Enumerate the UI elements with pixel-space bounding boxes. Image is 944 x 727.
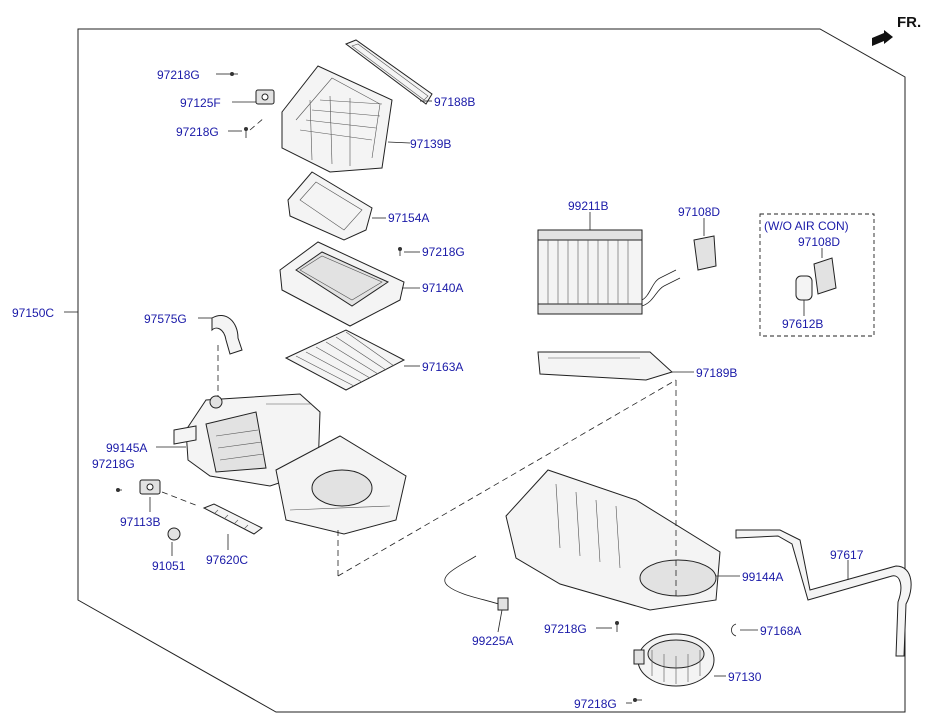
part-labels: 97218G 97125F 97218G 97188B 97139B 97154… xyxy=(12,68,864,711)
label-97188b[interactable]: 97188B xyxy=(434,95,475,109)
assembly-frame xyxy=(77,28,906,713)
screw-icon xyxy=(398,247,402,256)
part-99225a-sensor-wire[interactable] xyxy=(444,555,505,607)
label-91051[interactable]: 91051 xyxy=(152,559,186,573)
label-97218g[interactable]: 97218G xyxy=(176,125,219,139)
alignment-line xyxy=(249,117,265,131)
label-97113b[interactable]: 97113B xyxy=(120,515,160,529)
label-97612b[interactable]: 97612B xyxy=(782,317,823,331)
screw-icon xyxy=(633,698,642,702)
part-97125f-actuator[interactable] xyxy=(255,89,275,105)
part-97108d-cap-option[interactable] xyxy=(813,257,837,295)
label-97620c[interactable]: 97620C xyxy=(206,553,248,567)
part-blend-case[interactable] xyxy=(275,435,407,535)
part-97188b-seal[interactable] xyxy=(344,39,433,105)
label-97163a[interactable]: 97163A xyxy=(422,360,463,374)
screw-icon xyxy=(244,127,248,138)
part-97113b-actuator[interactable] xyxy=(139,479,161,495)
part-97620c-vent-strip[interactable] xyxy=(202,503,263,535)
label-99211b[interactable]: 99211B xyxy=(568,199,608,213)
part-91051-clip[interactable] xyxy=(167,527,181,541)
part-99211b-evaporator-core[interactable] xyxy=(537,229,681,315)
label-97154a[interactable]: 97154A xyxy=(388,211,429,225)
label-97125f[interactable]: 97125F xyxy=(180,96,221,110)
label-97617[interactable]: 97617 xyxy=(830,548,864,562)
alignment-line xyxy=(337,379,677,577)
part-97189b-drain-pan[interactable] xyxy=(537,351,673,381)
label-97218g[interactable]: 97218G xyxy=(92,457,135,471)
label-97218g[interactable]: 97218G xyxy=(157,68,200,82)
label-97218g[interactable]: 97218G xyxy=(544,622,587,636)
part-97139b-intake-case[interactable] xyxy=(281,65,393,173)
label-97218g[interactable]: 97218G xyxy=(574,697,617,711)
label-97189b[interactable]: 97189B xyxy=(696,366,737,380)
option-box xyxy=(759,213,875,337)
screw-icon xyxy=(615,621,619,632)
label-97150c[interactable]: 97150C xyxy=(12,306,54,320)
label-97218g[interactable]: 97218G xyxy=(422,245,465,259)
part-97140a-filter-housing[interactable] xyxy=(279,241,405,327)
option-box-label: (W/O AIR CON) xyxy=(764,219,849,233)
part-97168a-clip[interactable] xyxy=(731,623,737,637)
label-97168a[interactable]: 97168A xyxy=(760,624,801,638)
part-97617-drain-pipe[interactable] xyxy=(735,529,912,657)
part-97108d-cap[interactable] xyxy=(693,235,717,271)
label-97108d[interactable]: 97108D xyxy=(678,205,720,219)
part-97163a-cabin-filter[interactable] xyxy=(284,329,406,391)
part-99145a-heater-unit[interactable] xyxy=(173,393,321,487)
label-97130[interactable]: 97130 xyxy=(728,670,762,684)
label-97108d[interactable]: 97108D xyxy=(798,235,840,249)
front-direction-indicator: FR. xyxy=(872,14,921,46)
label-97140a[interactable]: 97140A xyxy=(422,281,463,295)
part-97154a-filter-cover[interactable] xyxy=(287,171,373,241)
alignment-line xyxy=(161,491,199,507)
leader-lines xyxy=(64,73,849,704)
label-99225a[interactable]: 99225A xyxy=(472,634,513,648)
screw-icon xyxy=(230,72,238,76)
label-97139b[interactable]: 97139B xyxy=(410,137,451,151)
front-arrow-icon xyxy=(872,30,893,46)
label-97575g[interactable]: 97575G xyxy=(144,312,187,326)
screw-icon xyxy=(116,488,122,492)
part-97575g-drain-hose[interactable] xyxy=(211,315,243,355)
sensor-connector xyxy=(497,597,509,611)
part-97130-blower-motor[interactable] xyxy=(633,633,715,687)
label-99145a[interactable]: 99145A xyxy=(106,441,147,455)
part-99144a-blower-case[interactable] xyxy=(505,469,721,611)
part-97612b-gasket[interactable] xyxy=(795,275,813,301)
front-direction-label: FR. xyxy=(897,14,921,31)
label-99144a[interactable]: 99144A xyxy=(742,570,783,584)
